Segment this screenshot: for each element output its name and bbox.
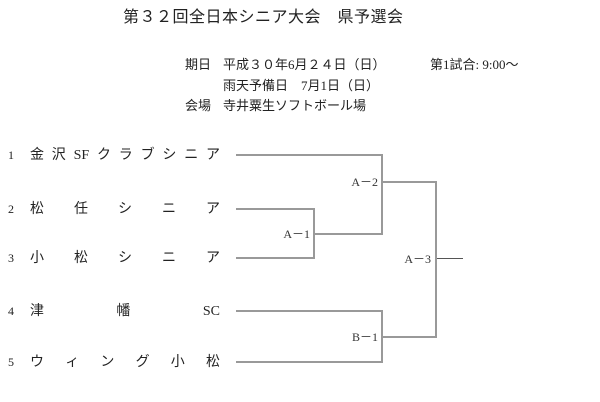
match-label-a1: A－1 bbox=[283, 227, 310, 241]
team-row-3: 3 小松シニア bbox=[8, 250, 220, 267]
team-name: 松任シニア bbox=[30, 202, 220, 217]
bracket-line-team5 bbox=[236, 361, 383, 363]
match-label-a3: A－3 bbox=[404, 252, 431, 266]
team-name: ウィング小松 bbox=[30, 355, 220, 370]
date-label: 期日 bbox=[185, 57, 212, 72]
bracket-line-team1 bbox=[236, 154, 383, 156]
team-row-4: 4 津幡SC bbox=[8, 303, 220, 320]
rain-date: 雨天予備日 7月1日（日） bbox=[223, 78, 380, 93]
bracket-line-team4 bbox=[236, 310, 383, 312]
venue-label: 会場 bbox=[185, 98, 212, 113]
team-row-1: 1 金沢SFクラブシニア bbox=[8, 147, 220, 164]
team-name: 小松シニア bbox=[30, 251, 220, 266]
team-seed: 2 bbox=[8, 202, 14, 216]
match-label-b1: B－1 bbox=[351, 330, 378, 344]
match-label-a2: A－2 bbox=[351, 175, 378, 189]
date-value: 平成３０年6月２４日（日） bbox=[223, 57, 386, 72]
team-seed: 5 bbox=[8, 355, 14, 369]
team-row-5: 5 ウィング小松 bbox=[8, 354, 220, 371]
first-game-time: 第1試合: 9:00～ bbox=[430, 57, 519, 72]
team-seed: 4 bbox=[8, 304, 14, 318]
team-name: 津幡SC bbox=[30, 304, 220, 319]
bracket-line-team2 bbox=[236, 208, 315, 210]
bracket-connector-a2-vertical bbox=[381, 154, 383, 235]
bracket-line-b1-winner bbox=[381, 336, 437, 338]
team-seed: 3 bbox=[8, 251, 14, 265]
bracket-line-a2-winner bbox=[381, 181, 437, 183]
venue-value: 寺井粟生ソフトボール場 bbox=[223, 98, 367, 113]
team-name: 金沢SFクラブシニア bbox=[30, 148, 220, 163]
bracket-connector-a3-vertical bbox=[435, 181, 437, 338]
team-seed: 1 bbox=[8, 148, 14, 162]
bracket-line-a3-winner bbox=[437, 258, 463, 259]
team-row-2: 2 松任シニア bbox=[8, 201, 220, 218]
page-title: 第３２回全日本シニア大会 県予選会 bbox=[123, 9, 404, 26]
bracket-line-team3 bbox=[236, 257, 315, 259]
bracket-line-a1-winner bbox=[313, 233, 383, 235]
